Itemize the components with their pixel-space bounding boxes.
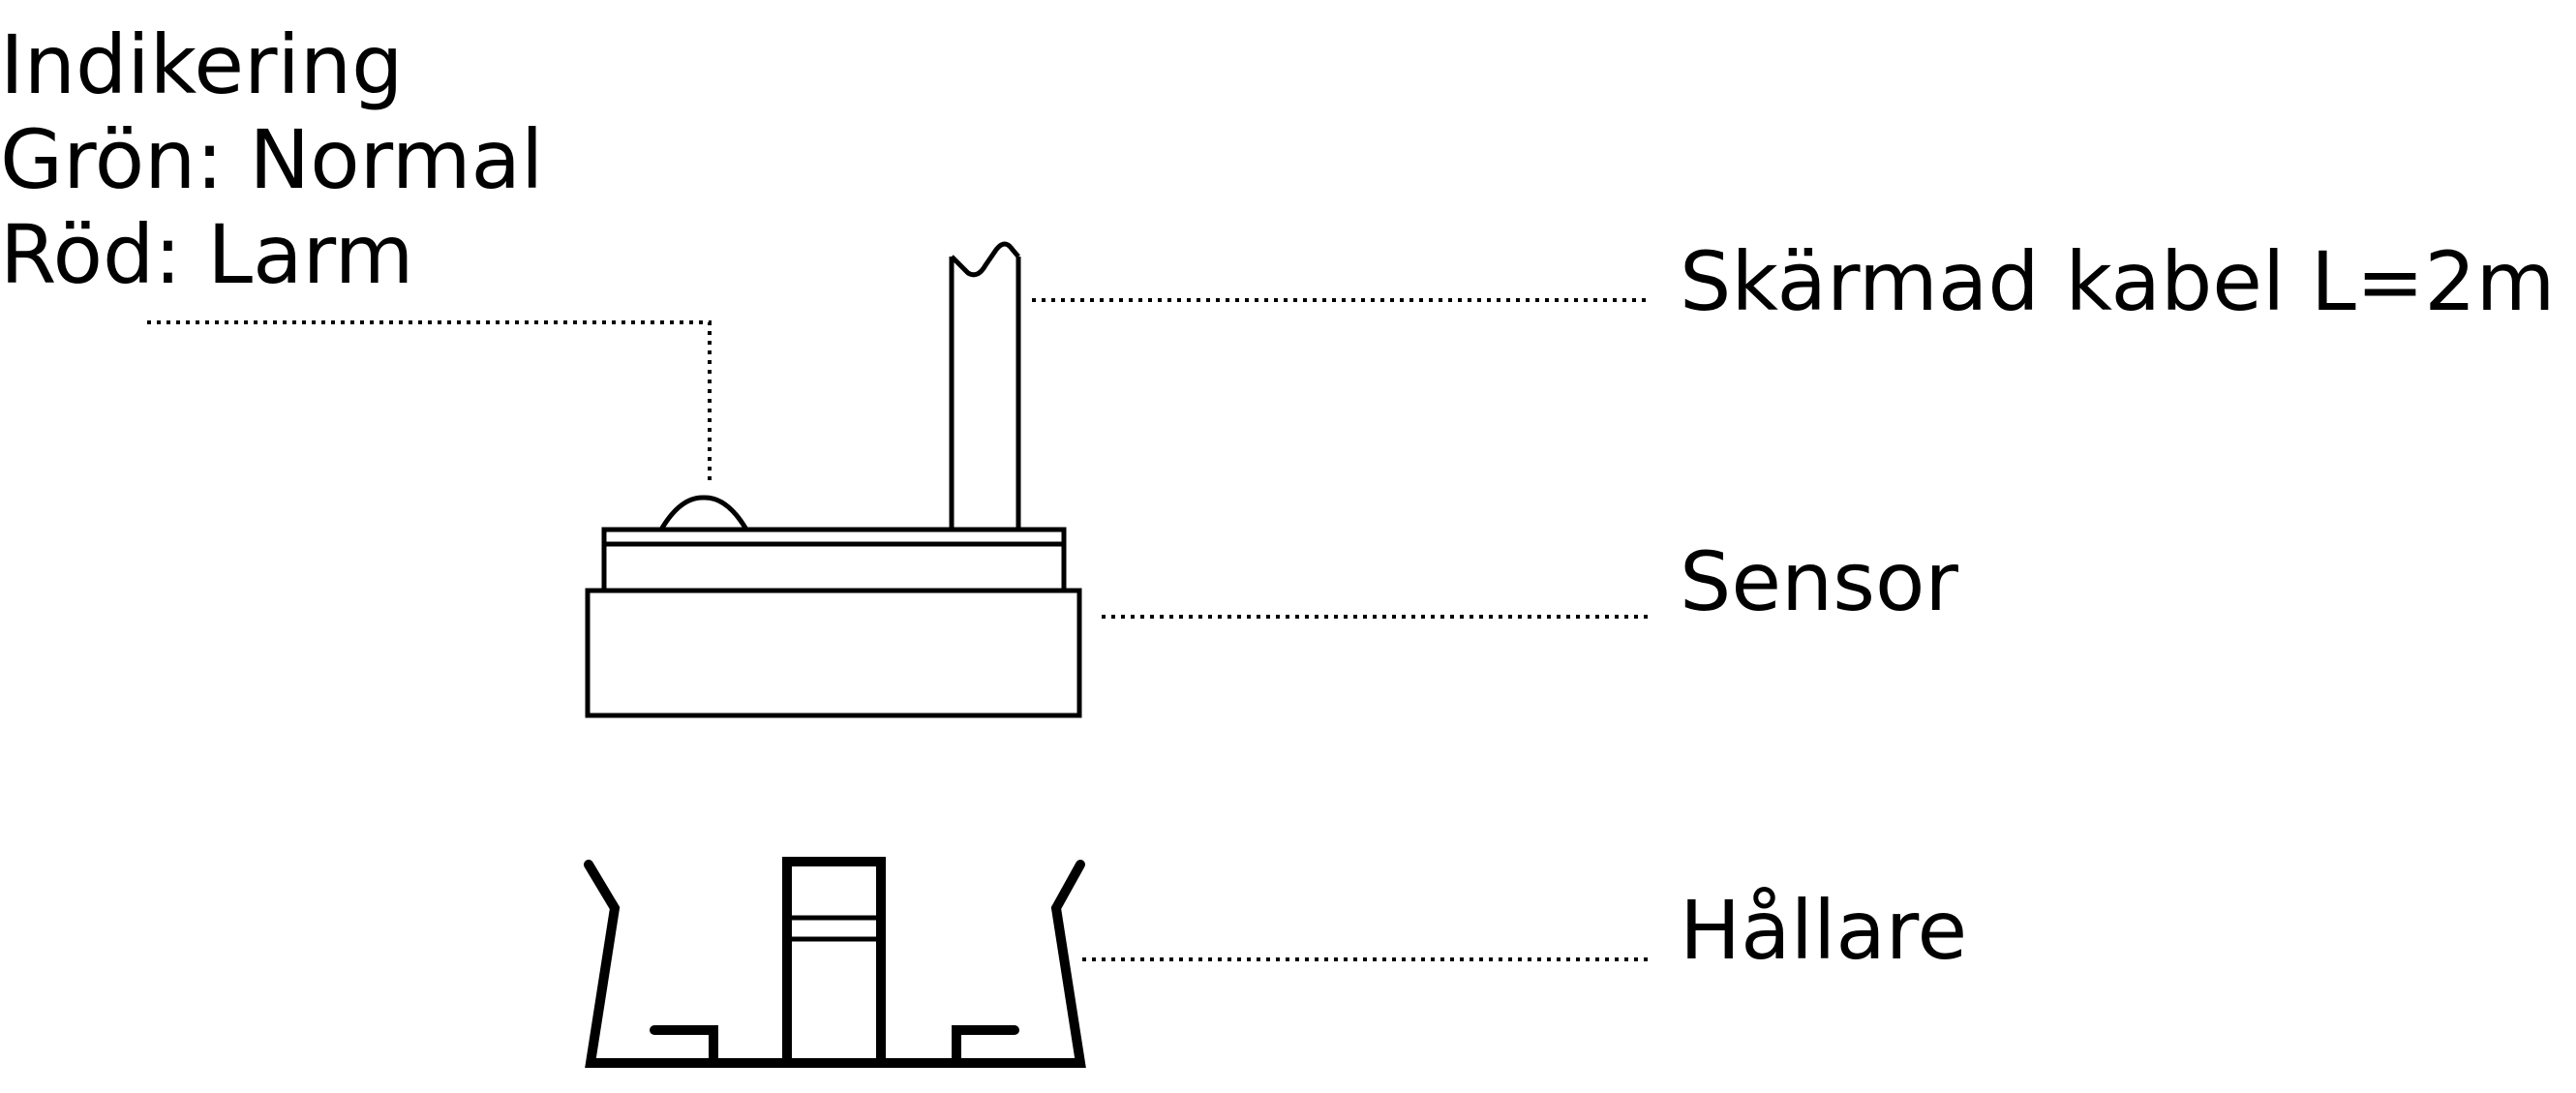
indicator-red-alarm: Röd: Larm <box>0 207 413 302</box>
cable-label: Skärmad kabel L=2m <box>1680 234 2555 329</box>
led-indicator-dome <box>658 495 749 531</box>
shielded-cable <box>949 241 1021 530</box>
holder-center-post <box>782 857 886 1068</box>
indicator-title: Indikering <box>0 17 403 112</box>
sensor <box>585 495 1082 718</box>
holder <box>584 857 1086 1068</box>
indicator-leader-line <box>147 320 712 482</box>
holder-left-clip <box>650 1025 718 1068</box>
indicator-green-normal: Grön: Normal <box>0 112 543 207</box>
sensor-base <box>585 588 1082 718</box>
holder-right-clip <box>952 1025 1019 1068</box>
sensor-top-plate <box>601 527 1067 593</box>
holder-label: Hållare <box>1680 883 1967 978</box>
sensor-label: Sensor <box>1680 534 1958 629</box>
